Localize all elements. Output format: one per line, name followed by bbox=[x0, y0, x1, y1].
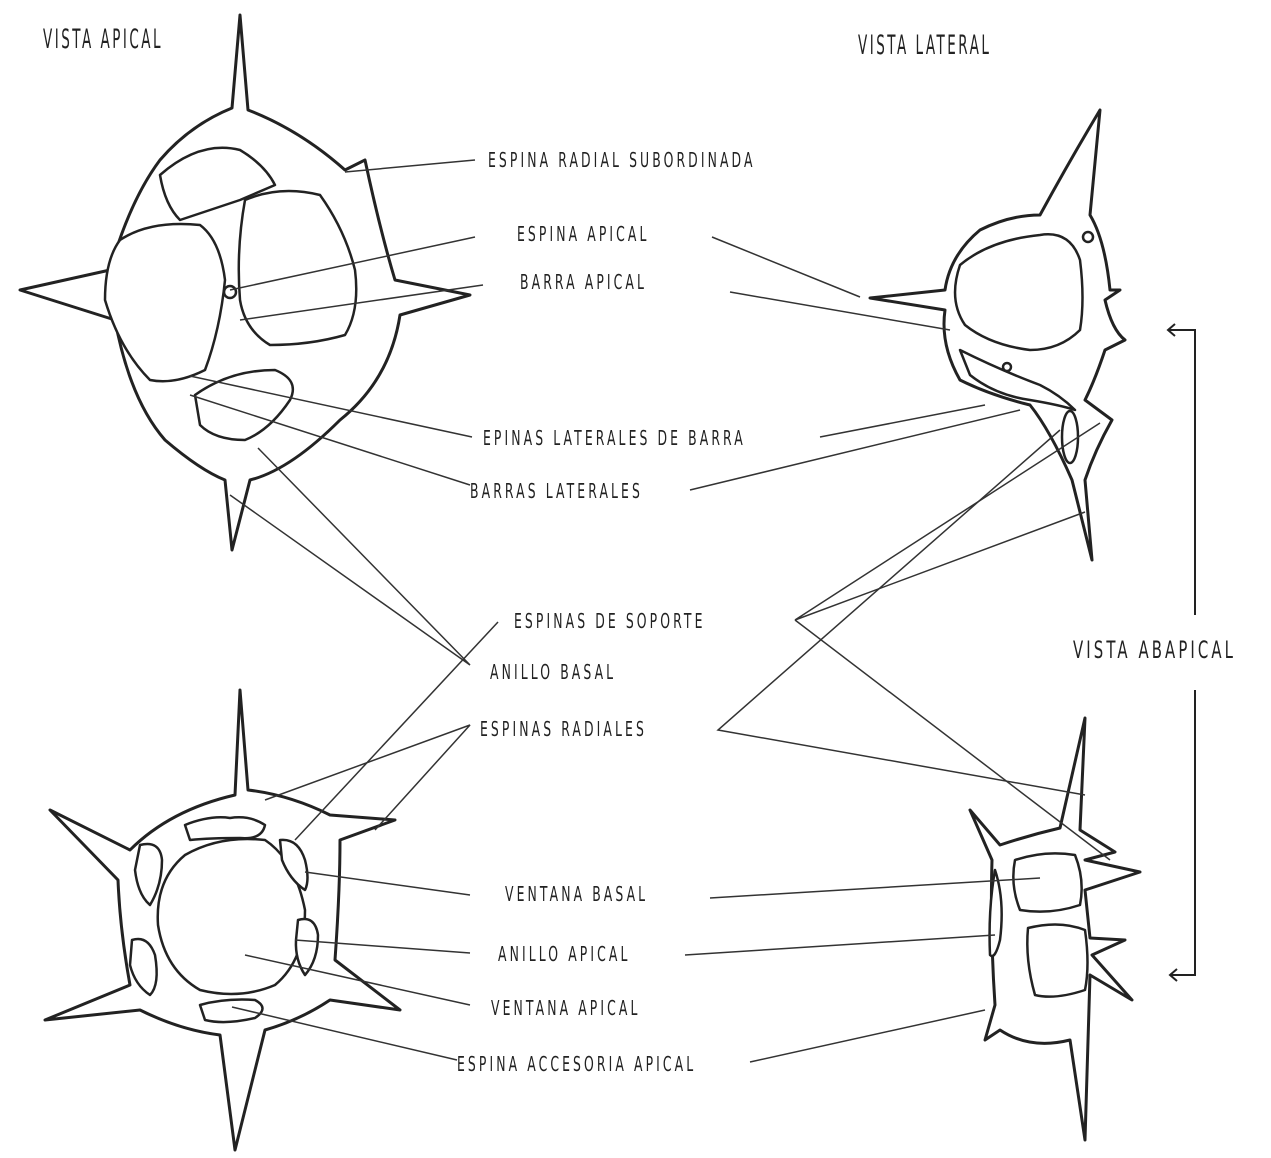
leader-espinas-radiales-left bbox=[265, 725, 470, 830]
label-epinas-laterales-de-barra: EPINAS LATERALES DE BARRA bbox=[483, 426, 746, 450]
lateral-pore-top bbox=[1083, 232, 1093, 242]
label-anillo-basal: ANILLO BASAL bbox=[490, 660, 616, 684]
abapical-window-6 bbox=[135, 844, 162, 905]
leader-espina-accesoria-right bbox=[750, 1010, 985, 1062]
leader-espinas-radiales-right bbox=[718, 430, 1085, 795]
label-espina-accesoria-apical: ESPINA ACCESORIA APICAL bbox=[457, 1052, 696, 1076]
leader-epinas-laterales-right bbox=[820, 405, 985, 437]
leader-barras-laterales-right bbox=[690, 410, 1020, 490]
label-barras-laterales: BARRAS LATERALES bbox=[470, 479, 643, 503]
title-vista-abapical: VISTA ABAPICAL bbox=[1073, 638, 1236, 662]
apical-view-skeleton bbox=[20, 15, 470, 550]
apical-window-right bbox=[239, 191, 356, 345]
abapical-bracket-bottom bbox=[1170, 690, 1195, 975]
label-espina-radial-subordinada: ESPINA RADIAL SUBORDINADA bbox=[488, 148, 756, 172]
leader-anillo-apical-left bbox=[295, 940, 470, 953]
leader-espinas-de-soporte-lower bbox=[795, 620, 1110, 860]
abapical-view-skeleton bbox=[45, 690, 400, 1150]
label-espina-apical: ESPINA APICAL bbox=[517, 222, 650, 246]
label-ventana-apical: VENTANA APICAL bbox=[491, 996, 640, 1020]
abapical-window-4 bbox=[200, 1000, 263, 1023]
label-barra-apical: BARRA APICAL bbox=[520, 270, 647, 294]
lower-right-skeleton bbox=[970, 718, 1140, 1140]
lower-right-window-bottom bbox=[1027, 924, 1087, 996]
lateral-view-skeleton bbox=[870, 110, 1125, 560]
lower-right-window-top bbox=[1013, 853, 1081, 911]
label-ventana-basal: VENTANA BASAL bbox=[505, 882, 648, 906]
label-espinas-radiales: ESPINAS RADIALES bbox=[480, 717, 647, 741]
leader-ventana-basal-left bbox=[305, 872, 470, 895]
apical-spine-pore bbox=[224, 286, 236, 298]
lateral-pore-mid bbox=[1003, 363, 1011, 371]
abapical-window-5 bbox=[130, 939, 157, 995]
leader-espina-apical-right bbox=[712, 237, 860, 297]
lateral-window-main bbox=[955, 234, 1082, 350]
abapical-bracket-top bbox=[1168, 330, 1195, 615]
title-vista-apical: VISTA APICAL bbox=[43, 28, 163, 52]
lateral-lower-pore bbox=[1062, 411, 1078, 463]
label-anillo-apical: ANILLO APICAL bbox=[498, 942, 630, 966]
leader-barra-apical-right bbox=[730, 292, 950, 330]
leader-espina-accesoria-left bbox=[232, 1007, 457, 1060]
abapical-window-1 bbox=[185, 817, 265, 840]
leader-anillo-basal bbox=[230, 448, 470, 665]
label-espinas-de-soporte: ESPINAS DE SOPORTE bbox=[514, 609, 706, 633]
leader-espinas-de-soporte-right bbox=[795, 423, 1100, 620]
title-vista-lateral: VISTA LATERAL bbox=[858, 34, 991, 58]
leader-anillo-apical-right bbox=[685, 935, 995, 955]
